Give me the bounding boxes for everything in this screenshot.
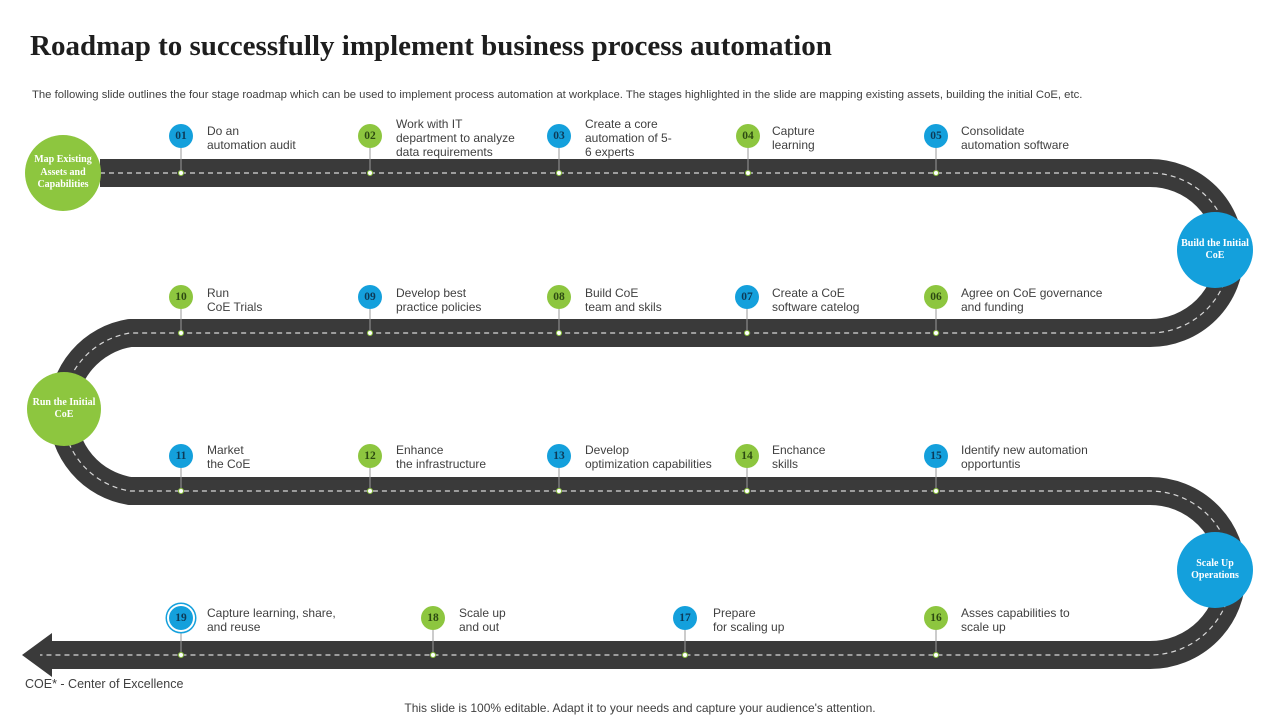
stage-build-initial-coe: Build the Initial CoE xyxy=(1177,212,1253,288)
road-marker xyxy=(178,652,184,658)
road-marker xyxy=(178,330,184,336)
step-badge-03: 03 xyxy=(547,124,571,148)
step-label-19: Capture learning, share, and reuse xyxy=(207,606,336,634)
step-label-02: Work with IT department to analyze data … xyxy=(396,117,515,159)
step-label-04: Capture learning xyxy=(772,124,815,152)
step-badge-12: 12 xyxy=(358,444,382,468)
step-label-03: Create a core automation of 5- 6 experts xyxy=(585,117,672,159)
step-label-12: Enhance the infrastructure xyxy=(396,443,487,471)
stage-map-existing-assets: Map Existing Assets and Capabilities xyxy=(25,135,101,211)
step-badge-19: 19 xyxy=(169,606,193,630)
step-label-06: Agree on CoE governance and funding xyxy=(961,286,1103,314)
step-badge-01: 01 xyxy=(169,124,193,148)
step-label-14: Enchance skills xyxy=(772,443,826,471)
step-badge-10: 10 xyxy=(169,285,193,309)
step-label-10: Run CoE Trials xyxy=(207,286,263,314)
road-marker xyxy=(744,330,750,336)
road-marker xyxy=(430,652,436,658)
step-label-09: Develop best practice policies xyxy=(396,286,482,314)
stage-run-initial-coe: Run the Initial CoE xyxy=(27,372,101,446)
step-connectors xyxy=(178,148,939,658)
stage-scale-up-operations: Scale Up Operations xyxy=(1177,532,1253,608)
road-marker xyxy=(933,652,939,658)
step-label-15: Identify new automation opportuntis xyxy=(961,443,1088,471)
step-label-17: Prepare for scaling up xyxy=(713,606,785,634)
step-badge-05: 05 xyxy=(924,124,948,148)
footnote: COE* - Center of Excellence xyxy=(25,677,184,691)
road-marker xyxy=(744,488,750,494)
road-marker xyxy=(745,170,751,176)
road-marker xyxy=(556,170,562,176)
road-marker xyxy=(933,170,939,176)
step-badge-17: 17 xyxy=(673,606,697,630)
step-badge-11: 11 xyxy=(169,444,193,468)
road-center-line xyxy=(40,172,1233,656)
road-marker xyxy=(933,330,939,336)
step-label-05: Consolidate automation software xyxy=(961,124,1070,152)
step-label-16: Asses capabilities to scale up xyxy=(961,606,1070,634)
footer-note: This slide is 100% editable. Adapt it to… xyxy=(404,701,876,715)
step-label-08: Build CoE team and skils xyxy=(585,286,662,314)
step-badge-08: 08 xyxy=(547,285,571,309)
page-subtitle: The following slide outlines the four st… xyxy=(32,89,1083,101)
step-badge-18: 18 xyxy=(421,606,445,630)
step-badge-15: 15 xyxy=(924,444,948,468)
road-surface xyxy=(22,159,1246,677)
step-badge-04: 04 xyxy=(736,124,760,148)
road-marker xyxy=(367,488,373,494)
step-label-01: Do an automation audit xyxy=(207,124,296,152)
step-badge-09: 09 xyxy=(358,285,382,309)
step-label-18: Scale up and out xyxy=(459,606,506,634)
step-label-13: Develop optimization capabilities xyxy=(585,443,712,471)
page-title: Roadmap to successfully implement busine… xyxy=(30,30,832,62)
step-badge-07: 07 xyxy=(735,285,759,309)
step-label-07: Create a CoE software catelog xyxy=(772,286,860,314)
road-marker xyxy=(178,488,184,494)
road-marker xyxy=(556,488,562,494)
road-marker xyxy=(556,330,562,336)
road-marker xyxy=(933,488,939,494)
road-marker xyxy=(367,330,373,336)
step-badge-16: 16 xyxy=(924,606,948,630)
road-marker xyxy=(178,170,184,176)
step-label-11: Market the CoE xyxy=(207,443,251,471)
road-marker xyxy=(682,652,688,658)
step-badge-13: 13 xyxy=(547,444,571,468)
road-marker xyxy=(367,170,373,176)
step-badge-02: 02 xyxy=(358,124,382,148)
step-badge-06: 06 xyxy=(924,285,948,309)
step-badge-14: 14 xyxy=(735,444,759,468)
